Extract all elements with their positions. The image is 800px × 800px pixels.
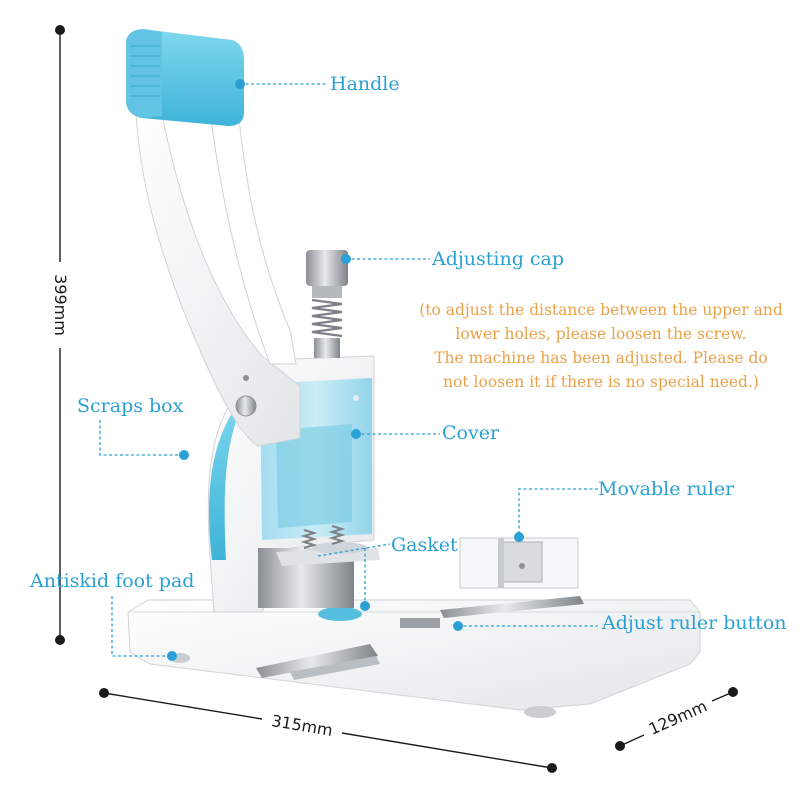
callout-leaders: [99, 83, 598, 657]
punch-hole-pad: [318, 607, 362, 621]
leader-movable-ruler: [518, 488, 598, 537]
label-cover: Cover: [442, 422, 500, 444]
dim-length-line-right: [341, 732, 553, 769]
leader-antiskid-foot-pad: [111, 596, 172, 657]
handle-grip: [126, 29, 244, 126]
note-line: lower holes, please loosen the screw.: [455, 325, 747, 343]
movable-ruler-part: [440, 537, 584, 618]
label-adjusting-cap: Adjusting cap: [432, 248, 565, 270]
handle-arms: [135, 103, 301, 447]
leader-gasket: [317, 543, 391, 557]
punch-springs: [300, 525, 346, 549]
front-ruler: [256, 644, 380, 680]
note-line: not loosen it if there is no special nee…: [443, 373, 759, 391]
base: [127, 599, 701, 718]
label-movable-ruler: Movable ruler: [598, 478, 735, 500]
dimension-lines: [55, 25, 738, 773]
label-antiskid-foot-pad: Antiskid foot pad: [30, 570, 195, 592]
leader-scraps-box: [99, 420, 184, 456]
label-handle: Handle: [330, 73, 400, 95]
note-line: The machine has been adjusted. Please do: [434, 349, 768, 367]
callout-dots: [167, 79, 524, 661]
pivot-bolt: [235, 395, 257, 417]
dimension-height: 399mm: [51, 274, 70, 336]
foot-pad-front: [524, 706, 556, 718]
label-adjust-ruler-button: Adjust ruler button: [602, 612, 787, 634]
gasket-disc: [312, 542, 368, 554]
base-slot: [400, 618, 440, 628]
adjusting-cap-part: [306, 250, 348, 358]
jaw-plate: [258, 542, 380, 608]
adjustment-note: (to adjust the distance between the uppe…: [396, 298, 800, 394]
note-line: (to adjust the distance between the uppe…: [419, 301, 783, 319]
label-scraps-box: Scraps box: [77, 395, 184, 417]
label-gasket: Gasket: [391, 534, 458, 556]
dim-length-line-left: [103, 692, 263, 720]
